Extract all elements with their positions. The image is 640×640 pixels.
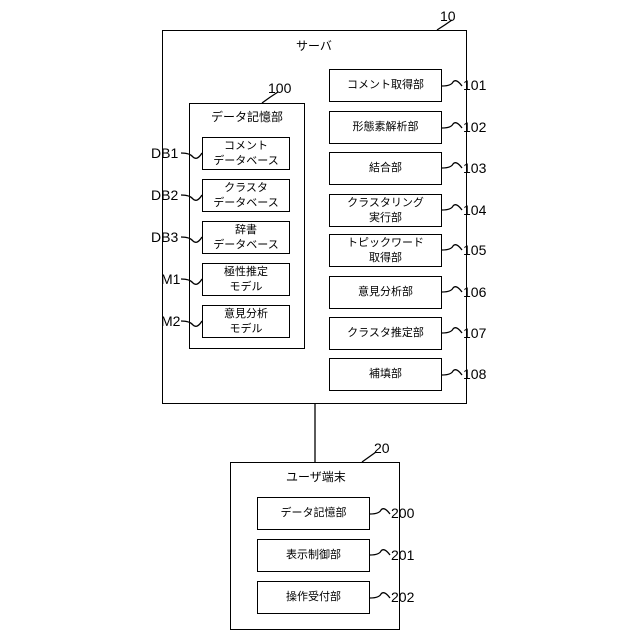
- unit-comment-acquisition: コメント取得部: [329, 69, 442, 102]
- storage-item-ref-m2: M2: [161, 313, 180, 329]
- storage-item-opinion-model: 意見分析 モデル: [202, 305, 290, 338]
- terminal-unit-data-storage: データ記憶部: [257, 497, 370, 530]
- storage-item-ref-db2: DB2: [151, 187, 178, 203]
- terminal-unit-ref-200: 200: [391, 505, 414, 521]
- unit-cluster-estimation: クラスタ推定部: [329, 317, 442, 350]
- unit-ref-107: 107: [463, 325, 486, 341]
- terminal-unit-display-control: 表示制御部: [257, 539, 370, 572]
- unit-clustering-execution: クラスタリング 実行部: [329, 194, 442, 227]
- terminal-title: ユーザ端末: [286, 468, 346, 485]
- storage-item-cluster-db: クラスタ データベース: [202, 179, 290, 212]
- unit-supplement: 補填部: [329, 358, 442, 391]
- unit-topic-word-acquisition: トピックワード 取得部: [329, 234, 442, 267]
- terminal-unit-ref-202: 202: [391, 589, 414, 605]
- unit-ref-106: 106: [463, 284, 486, 300]
- storage-group-ref: 100: [268, 80, 291, 96]
- storage-item-polarity-model: 極性推定 モデル: [202, 263, 290, 296]
- unit-ref-101: 101: [463, 77, 486, 93]
- unit-ref-104: 104: [463, 202, 486, 218]
- storage-item-ref-db3: DB3: [151, 229, 178, 245]
- unit-morphological-analysis: 形態素解析部: [329, 111, 442, 144]
- unit-ref-102: 102: [463, 119, 486, 135]
- storage-item-dictionary-db: 辞書 データベース: [202, 221, 290, 254]
- terminal-unit-ref-201: 201: [391, 547, 414, 563]
- unit-ref-105: 105: [463, 242, 486, 258]
- storage-item-ref-db1: DB1: [151, 145, 178, 161]
- terminal-unit-operation-reception: 操作受付部: [257, 581, 370, 614]
- storage-group-title: データ記憶部: [211, 108, 283, 125]
- terminal-ref: 20: [374, 440, 390, 456]
- unit-ref-103: 103: [463, 160, 486, 176]
- server-title: サーバ: [296, 37, 332, 54]
- unit-ref-108: 108: [463, 366, 486, 382]
- storage-item-comment-db: コメント データベース: [202, 137, 290, 170]
- storage-item-ref-m1: M1: [161, 271, 180, 287]
- unit-combining: 結合部: [329, 152, 442, 185]
- unit-opinion-analysis: 意見分析部: [329, 276, 442, 309]
- server-ref: 10: [440, 8, 456, 24]
